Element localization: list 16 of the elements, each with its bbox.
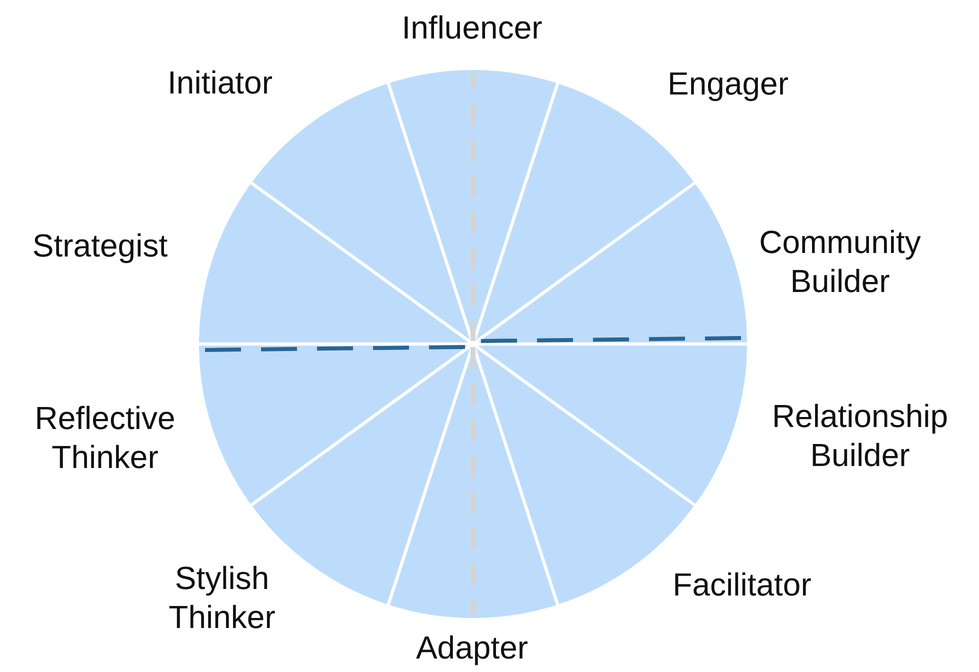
segment-label: Adapter — [414, 628, 530, 668]
segment-label: Strategist — [31, 226, 169, 266]
wheel-segment — [199, 184, 468, 342]
segment-label: Initiator — [166, 63, 274, 102]
segment-label: Facilitator — [672, 565, 812, 604]
segment-label: Engager — [666, 64, 790, 104]
wheel-segment — [390, 347, 556, 618]
wheel-segment — [478, 346, 747, 504]
segment-label: Stylish Thinker — [168, 558, 276, 637]
segment-label: Community Builder — [758, 222, 922, 301]
wheel-segment — [478, 184, 747, 343]
wheel-segment — [199, 345, 468, 504]
segment-label: Influencer — [400, 8, 544, 48]
wheel-segment — [390, 70, 556, 341]
segment-label: Reflective Thinker — [34, 398, 176, 477]
segment-label: Relationship Builder — [770, 396, 950, 475]
